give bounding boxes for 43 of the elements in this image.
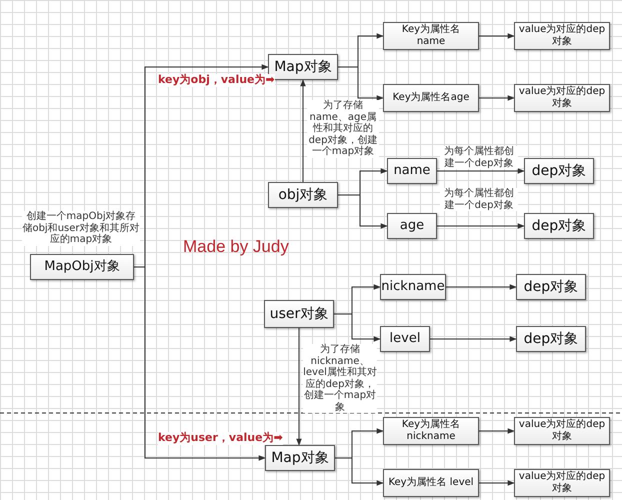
arrow bbox=[300, 79, 306, 182]
arrow bbox=[436, 223, 525, 229]
process-box: value为对应的dep对象 bbox=[514, 22, 610, 50]
process-box: Map对象 bbox=[265, 445, 335, 471]
arrow bbox=[478, 33, 515, 39]
process-box: Key为属性名 level bbox=[383, 469, 479, 497]
process-box: Key为属性名 name bbox=[383, 22, 479, 50]
edge-label: 为了存储nickname、level属性和其对应的dep对象，创建一个map对象 bbox=[303, 344, 377, 413]
arrow bbox=[134, 266, 266, 461]
process-box: obj对象 bbox=[268, 182, 338, 208]
note-text: 创建一个mapObj对象存储obj和user对象和其所对应的map对象 bbox=[22, 211, 140, 246]
process-box: dep对象 bbox=[524, 158, 594, 184]
arrow bbox=[478, 428, 515, 434]
edge-label: 为每个属性都创建一个dep对象 bbox=[440, 188, 518, 211]
process-box: level bbox=[380, 326, 430, 352]
process-box: Key为属性名 nickname bbox=[383, 417, 479, 445]
arrow bbox=[478, 480, 515, 486]
process-box: value为对应的dep对象 bbox=[514, 417, 610, 445]
process-box: Key为属性名age bbox=[383, 84, 479, 112]
arrow bbox=[436, 168, 525, 174]
process-box: value为对应的dep对象 bbox=[514, 469, 610, 497]
arrow bbox=[430, 336, 517, 342]
process-box: MapObj对象 bbox=[30, 254, 134, 280]
arrow bbox=[338, 66, 384, 101]
arrow bbox=[334, 314, 381, 342]
signature-text: Made by Judy bbox=[183, 237, 289, 257]
edge-label: 为每个属性都创建一个dep对象 bbox=[440, 146, 518, 169]
edge-label: key为user，value为➡ bbox=[158, 432, 283, 445]
arrow bbox=[338, 194, 388, 229]
edge-label: 为了存储name、age属性和其对应的dep对象，创建一个map对象 bbox=[307, 100, 379, 158]
process-box: dep对象 bbox=[516, 274, 586, 300]
process-box: dep对象 bbox=[516, 326, 586, 352]
arrow bbox=[446, 284, 517, 290]
process-box: age bbox=[387, 213, 437, 239]
process-box: name bbox=[387, 158, 437, 184]
process-box: user对象 bbox=[264, 300, 334, 328]
arrow bbox=[478, 95, 515, 101]
process-box: nickname bbox=[380, 274, 446, 300]
arrow bbox=[334, 458, 384, 486]
process-box: value为对应的dep对象 bbox=[514, 84, 610, 112]
arrow bbox=[296, 328, 302, 446]
edge-label: key为obj，value为➡ bbox=[158, 74, 275, 87]
process-box: dep对象 bbox=[524, 213, 594, 239]
